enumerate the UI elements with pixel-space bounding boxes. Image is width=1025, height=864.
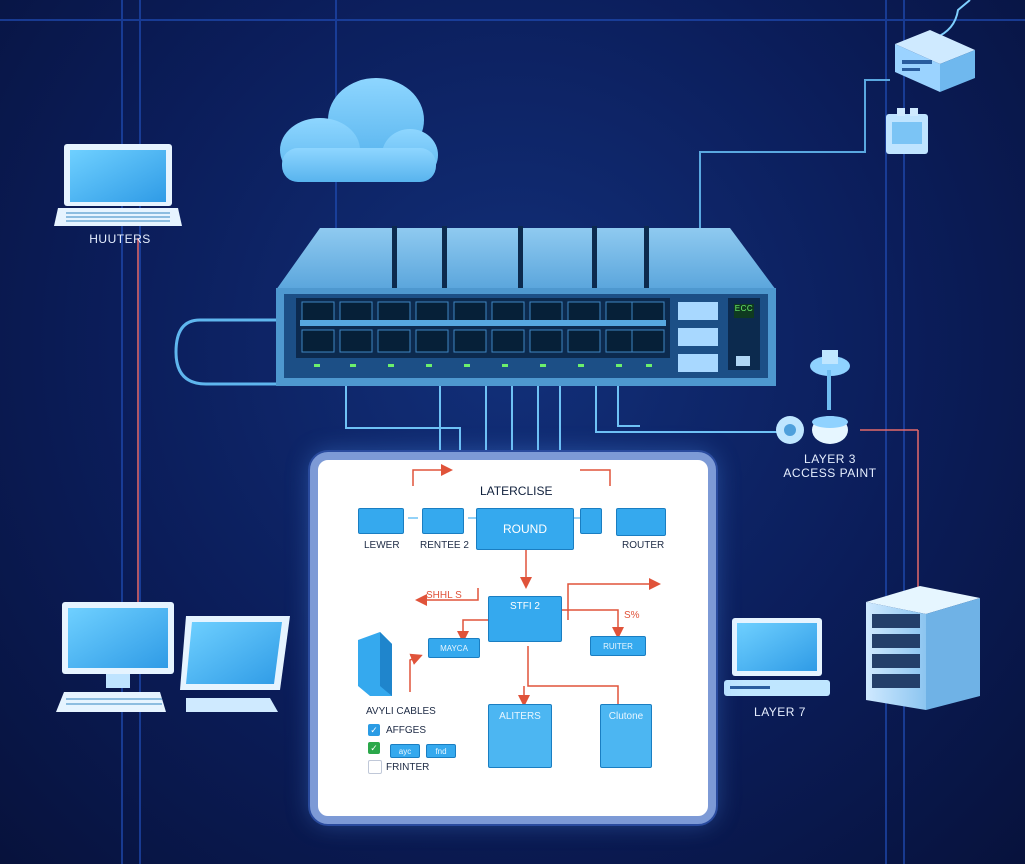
checkbox-affges[interactable]: ✓ [368,724,380,736]
router2-box: RUITER [590,636,646,656]
modem-icon [886,108,928,154]
network-layer-panel: LATERCLISE ROUND LEWER RENTEE 2 ROUTER S… [310,452,716,824]
rentee-label: RENTEE 2 [420,540,469,551]
rentee-box [422,508,464,534]
access-point-label: LAYER 3 ACCESS PAINT [783,452,877,480]
switch-ports [301,301,665,353]
access-point-icon [776,350,850,444]
bottom-right-device-label: LAYER 7 [754,705,806,719]
switch-box: STFI 2 [488,596,562,642]
desktop-computer-icon [56,602,174,712]
aliters-box: ALITERS [488,704,552,768]
server-icon [866,586,980,710]
printer-label: FRINTER [386,762,430,773]
affges-label: AFFGES [386,725,427,736]
top-router-icon [895,30,975,92]
chip-a: ayc [390,744,420,758]
router-box [616,508,666,536]
percent-mark: S% [624,610,640,621]
checkbox-printer[interactable] [368,760,382,774]
laptop-icon-top-left [54,144,182,226]
network-switch [276,226,776,386]
cloud-icon [280,78,438,182]
lewer-box [358,508,404,534]
shhl-label: SHHL S [426,590,462,601]
sfp-ports [678,302,718,372]
monitor-icon [180,616,290,712]
checkbox-green[interactable]: ✓ [368,742,380,754]
clutone-label: Clutone [608,711,644,722]
lewer-label: LEWER [364,540,400,551]
router-label: ROUTER [622,540,665,551]
small-box [580,508,602,534]
chip-b: fnd [426,744,456,758]
switch-screen-text: ECC [734,304,754,313]
laptop-icon-bottom-right [724,618,830,696]
panel-title: LATERCLISE [480,484,553,498]
panel-arrows [358,464,661,707]
top-left-device-label: HUUTERS [89,232,151,246]
aliters-label: ALITERS [499,711,541,722]
mayca-box: MAYCA [428,638,480,658]
clutone-box: Clutone [600,704,652,768]
cables-label: AVYLI CABLES [366,706,436,717]
round-box: ROUND [476,508,574,550]
